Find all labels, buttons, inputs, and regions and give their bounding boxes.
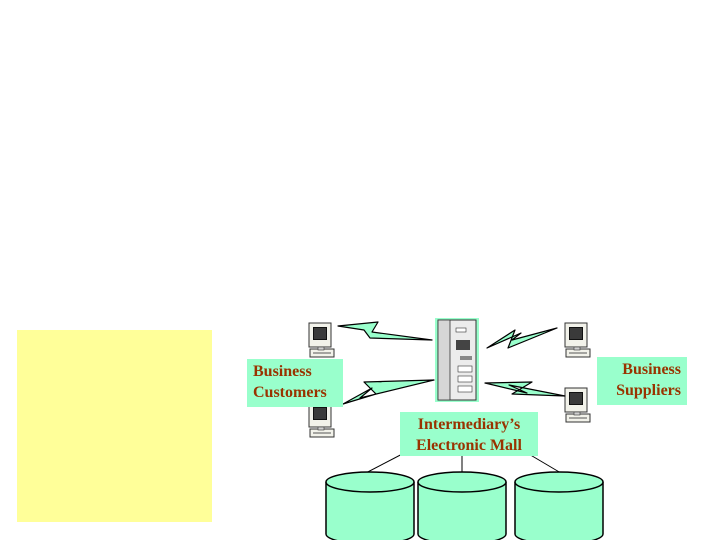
customer-computer-icon-bottom [309, 403, 334, 437]
supplier-computer-icon-top [565, 323, 590, 357]
business-customers-label: Business Customers [247, 359, 343, 407]
customer-computer-icon-top [309, 323, 334, 357]
database-icon-middle [418, 472, 506, 540]
database-icon-left [326, 472, 414, 540]
link-customer-bottom-icon [343, 380, 434, 404]
suppliers-label-line2: Suppliers [603, 380, 681, 401]
electronic-mall-label: Intermediary’s Electronic Mall [400, 412, 538, 456]
business-suppliers-label: Business Suppliers [597, 357, 687, 405]
link-supplier-bottom-icon [485, 382, 565, 396]
suppliers-label-line1: Business [603, 359, 681, 380]
link-supplier-top-icon [487, 328, 557, 348]
customers-label-line1: Business [253, 361, 337, 382]
customers-label-line2: Customers [253, 382, 337, 403]
mall-server-icon [435, 318, 479, 402]
supplier-computer-icon-bottom [565, 388, 590, 422]
mall-label-line1: Intermediary’s [406, 414, 532, 435]
database-icon-right [515, 472, 603, 540]
mall-label-line2: Electronic Mall [406, 435, 532, 456]
link-customer-top-icon [338, 322, 432, 340]
